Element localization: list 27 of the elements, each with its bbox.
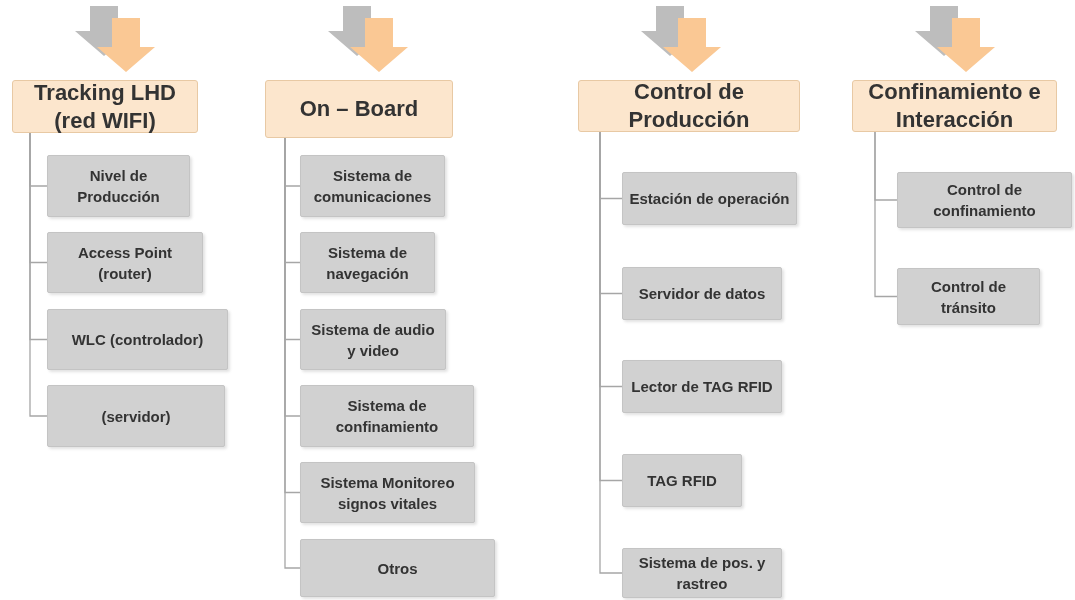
category-header: Tracking LHD (red WIFI) bbox=[12, 80, 198, 133]
item-box: Control de tránsito bbox=[897, 268, 1040, 325]
connector-line bbox=[29, 132, 48, 417]
category-header: On – Board bbox=[265, 80, 453, 138]
item-box: Nivel de Producción bbox=[47, 155, 190, 217]
item-box: Servidor de datos bbox=[622, 267, 782, 320]
item-box: Access Point (router) bbox=[47, 232, 203, 293]
block-arrow bbox=[328, 6, 408, 72]
item-box: Lector de TAG RFID bbox=[622, 360, 782, 413]
item-box: Otros bbox=[300, 539, 495, 597]
item-box: WLC (controlador) bbox=[47, 309, 228, 370]
connector-line bbox=[874, 131, 898, 298]
block-arrow bbox=[641, 6, 721, 72]
item-box: TAG RFID bbox=[622, 454, 742, 507]
item-box: Estación de operación bbox=[622, 172, 797, 225]
item-box: Sistema de navegación bbox=[300, 232, 435, 293]
item-box: Sistema Monitoreo signos vitales bbox=[300, 462, 475, 523]
item-box: Sistema de comunicaciones bbox=[300, 155, 445, 217]
item-box: (servidor) bbox=[47, 385, 225, 447]
block-arrow bbox=[915, 6, 995, 72]
item-box: Sistema de audio y video bbox=[300, 309, 446, 370]
category-header: Control de Producción bbox=[578, 80, 800, 132]
item-box: Control de confinamiento bbox=[897, 172, 1072, 228]
category-header: Confinamiento e Interacción bbox=[852, 80, 1057, 132]
item-box: Sistema de confinamiento bbox=[300, 385, 474, 447]
block-arrow bbox=[75, 6, 155, 72]
item-box: Sistema de pos. y rastreo bbox=[622, 548, 782, 598]
